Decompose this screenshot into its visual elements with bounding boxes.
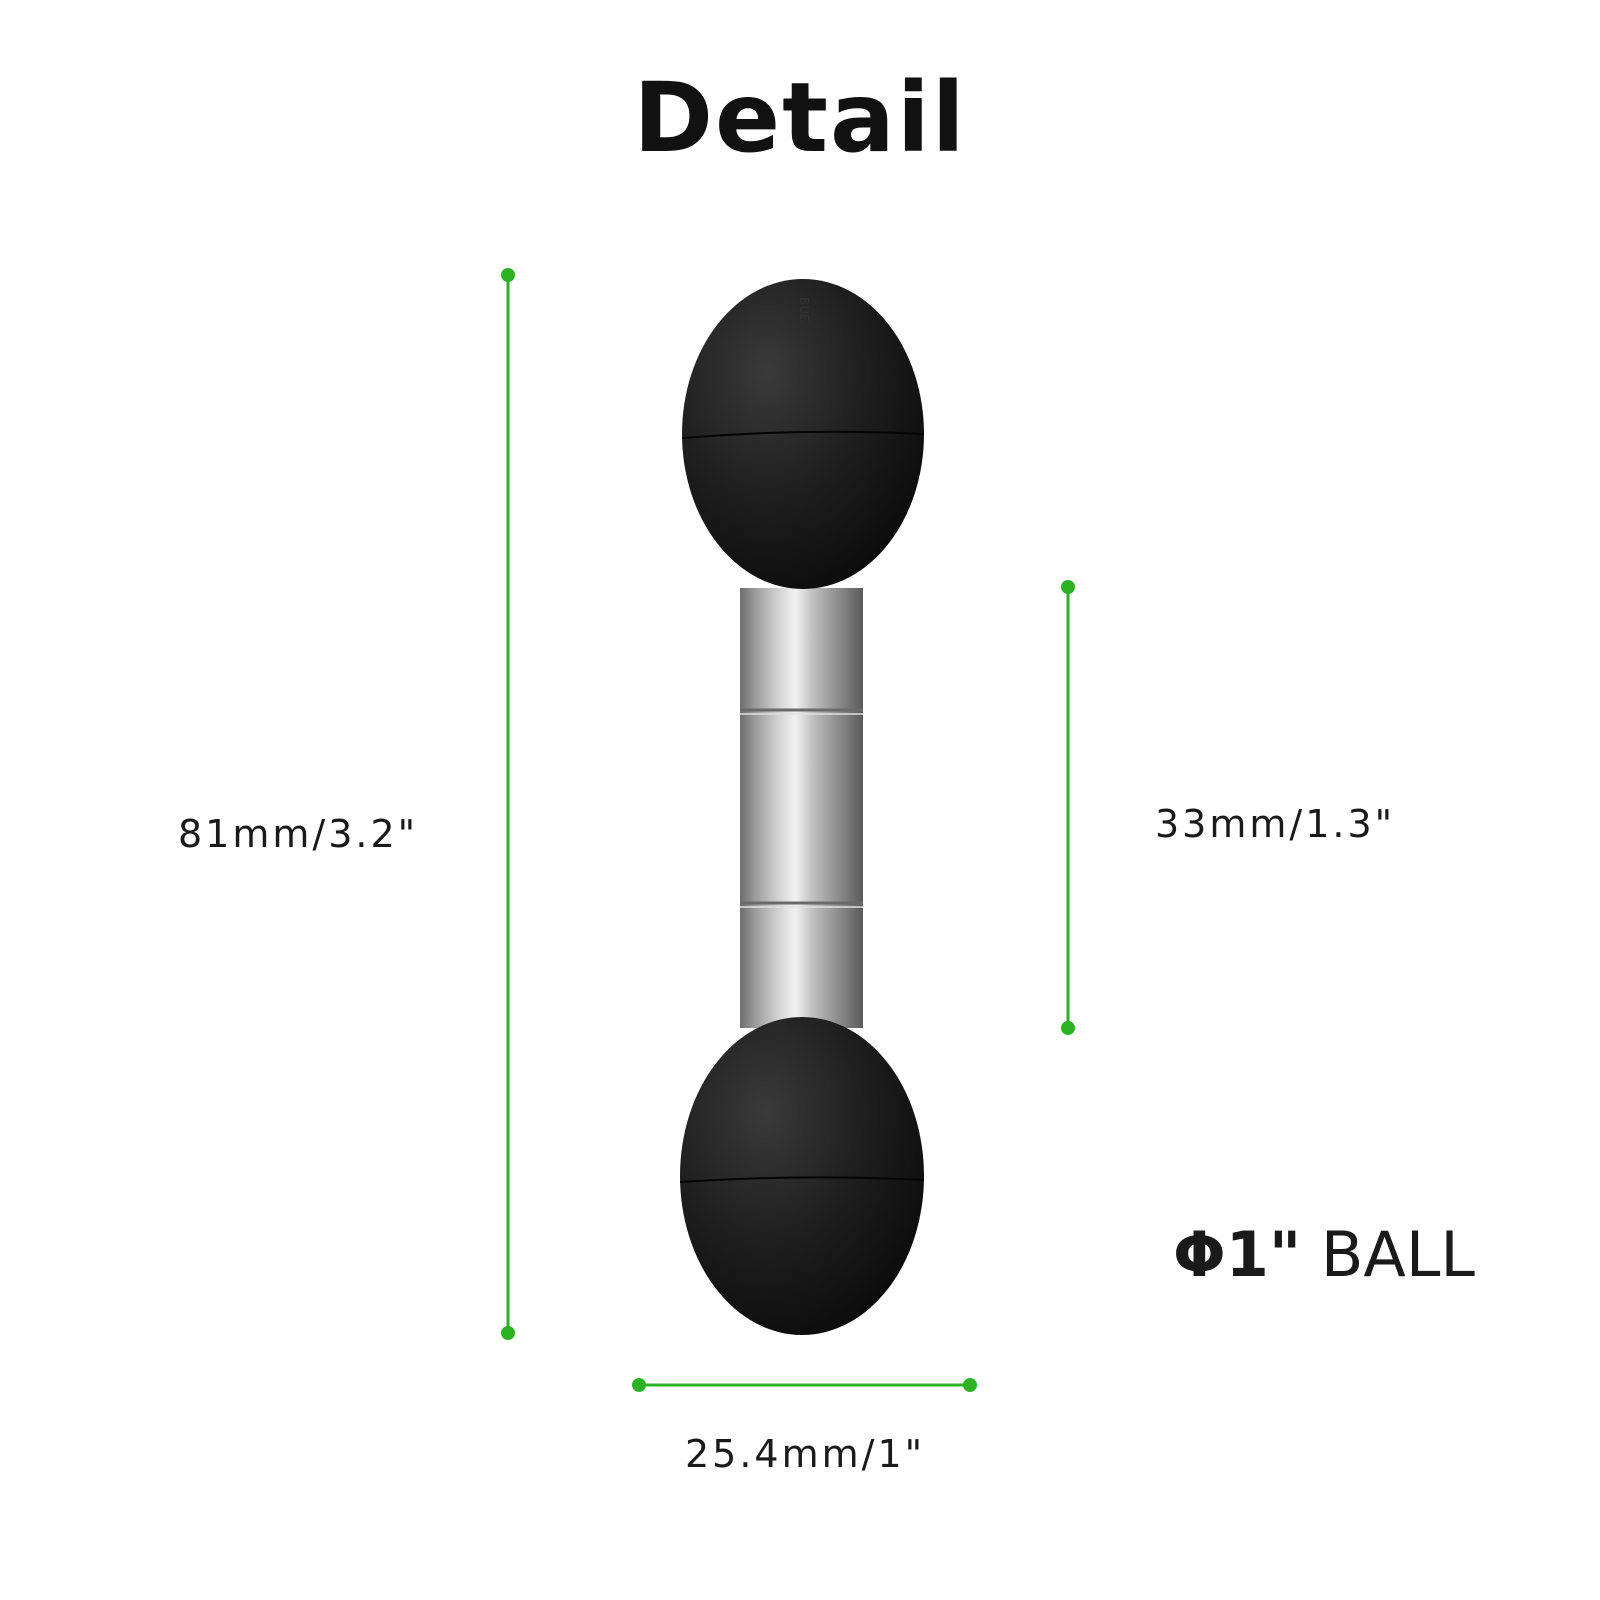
ball-size-label: Φ1" BALL bbox=[1173, 1218, 1475, 1291]
top-rubber-ball: BUE bbox=[681, 279, 925, 589]
shaft-length-dimension-line bbox=[1061, 580, 1075, 1035]
overall-length-label: 81mm/3.2" bbox=[178, 812, 419, 856]
metal-shaft bbox=[740, 588, 863, 1028]
ball-diameter-label: 25.4mm/1" bbox=[685, 1432, 926, 1476]
shaft-length-label: 33mm/1.3" bbox=[1155, 802, 1396, 846]
ball-diameter-dimension-line bbox=[632, 1378, 977, 1392]
overall-length-dimension-line bbox=[501, 268, 515, 1340]
ball-size-text: BALL bbox=[1320, 1218, 1475, 1291]
page-title: Detail bbox=[633, 62, 967, 174]
ball-size-value: Φ1" bbox=[1173, 1218, 1302, 1291]
bottom-rubber-ball bbox=[679, 1017, 925, 1335]
svg-text:BUE: BUE bbox=[797, 297, 811, 322]
